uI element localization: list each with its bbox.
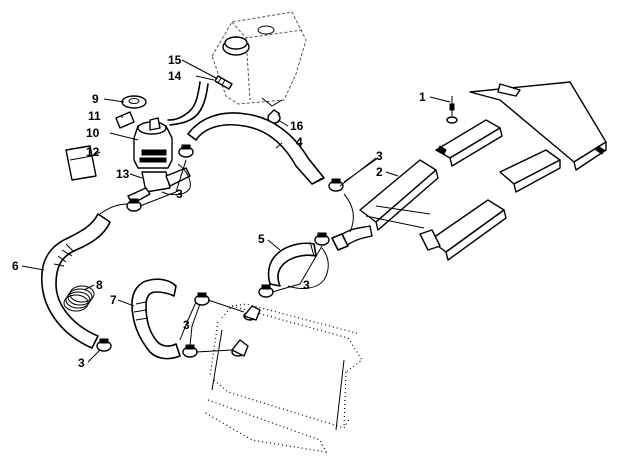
callout-16: 16: [290, 119, 304, 133]
callout-1: 1: [419, 90, 426, 104]
callout-12: 12: [86, 145, 100, 159]
callout-15: 15: [168, 53, 182, 67]
callout-2: 2: [376, 165, 383, 179]
callout-3-tee: 3: [176, 187, 183, 201]
hose-clamp: [328, 178, 344, 192]
callout-5: 5: [258, 232, 265, 246]
heat-exchanger: [359, 81, 607, 261]
overflow-hose: [167, 81, 201, 121]
engine-plate: [203, 303, 363, 453]
hose-clamp: [258, 284, 274, 298]
callout-6: 6: [12, 259, 19, 273]
connection-guide-line: [195, 349, 233, 353]
bleed-screw: [214, 75, 233, 90]
connection-guide-line: [179, 301, 197, 341]
hose-clamp: [182, 344, 198, 358]
callout-13: 13: [116, 167, 130, 181]
hose-spring: [63, 285, 95, 312]
callout-14: 14: [168, 69, 182, 83]
callout-3-lower: 3: [183, 318, 190, 332]
callout-9: 9: [92, 92, 99, 106]
heat-shield: [65, 145, 97, 181]
heat-exchanger-elbow: [331, 225, 373, 251]
hose-7: [131, 278, 181, 360]
hose-clamp: [194, 292, 210, 306]
hose-clamp: [178, 144, 194, 158]
connection-guide-line: [99, 203, 129, 215]
bottle-cap: [121, 95, 147, 109]
connection-guide-line: [207, 299, 245, 313]
bleeder-valve: [446, 96, 458, 124]
reservoir-tank: [211, 11, 307, 107]
hose-clamp: [314, 232, 330, 246]
connection-guide-line: [287, 247, 329, 289]
expansion-bottle: [133, 117, 173, 169]
connection-guide-line: [343, 193, 354, 233]
callout-11: 11: [88, 109, 101, 123]
callout-7: 7: [110, 293, 117, 307]
callout-4: 4: [296, 135, 303, 149]
hose-clamp: [96, 338, 112, 352]
callout-3-right: 3: [376, 149, 383, 163]
callout-3-left: 3: [78, 356, 85, 370]
gasket-flat: [115, 111, 135, 129]
hose-4: [187, 112, 325, 185]
callout-8: 8: [96, 278, 103, 292]
hose-6: [41, 213, 111, 349]
callout-3-middle: 3: [303, 278, 310, 292]
callout-10: 10: [86, 126, 100, 140]
